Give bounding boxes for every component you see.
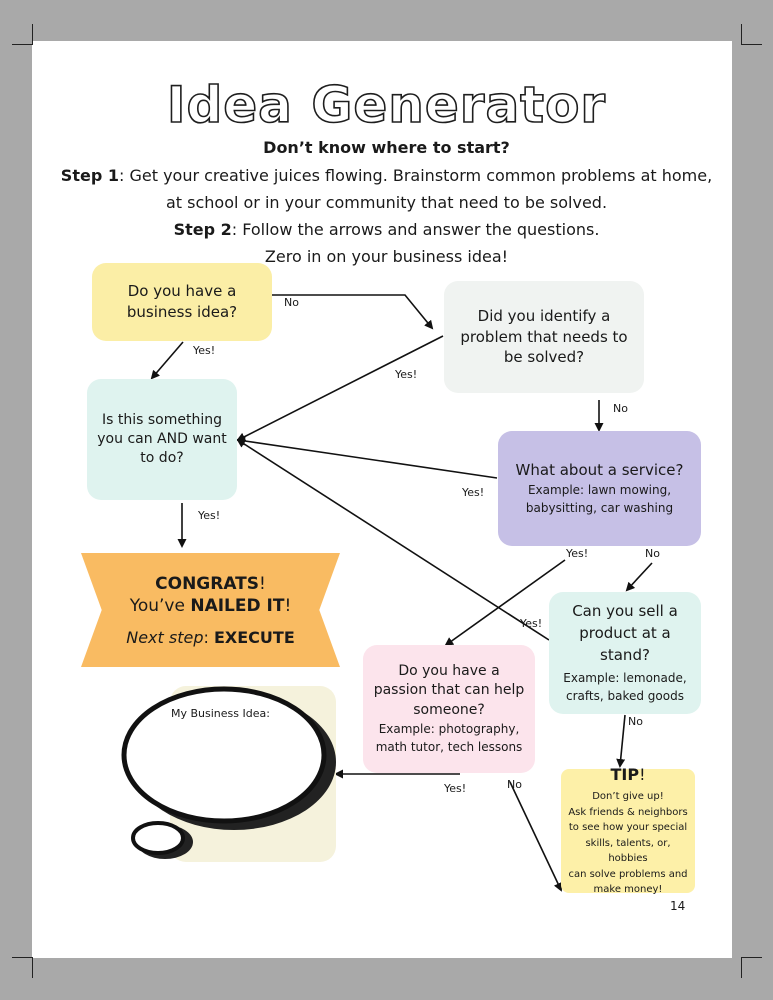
congrats-colon: : [203, 627, 214, 647]
congrats-next-step: Next step [126, 627, 204, 647]
edge-label-product-no: No [628, 715, 643, 728]
congrats-line2-a: You’ve [129, 595, 191, 616]
edge-label-idea-no: No [284, 296, 299, 309]
node-passion-line2: passion that can help [373, 682, 525, 699]
step2-line-2: Zero in on your business idea! [264, 247, 509, 266]
node-can-and-want-line1: Is this something [102, 411, 222, 428]
node-passion-line1: Do you have a [398, 663, 500, 680]
tip-line1: Don’t give up! [592, 791, 664, 803]
arrow-product-no [616, 714, 626, 768]
node-passion-line3: someone? [413, 701, 485, 718]
thought-bubble-main [121, 686, 327, 824]
step1-text-a: : Get your creative juices flowing. Brai… [118, 166, 713, 185]
step1-line-1: Step 1: Get your creative juices flowing… [0, 166, 773, 185]
node-product-ex2: crafts, baked goods [566, 688, 684, 703]
node-service-line1: What about a service? [515, 461, 684, 480]
congrats-execute: EXECUTE [213, 627, 295, 647]
congrats-word: CONGRATS [155, 573, 260, 594]
node-service-ex2: babysitting, car washing [525, 500, 674, 515]
crop-mark-top-left [12, 24, 33, 45]
congrats-line1: CONGRATS! [155, 574, 266, 594]
node-service: What about a service? Example: lawn mowi… [498, 431, 701, 546]
node-product-line1: Can you sell a [572, 602, 678, 621]
node-identify-problem-line3: be solved? [503, 348, 585, 367]
arrow-problem-yes [236, 335, 444, 441]
congrats-nailed: NAILED IT [190, 595, 285, 616]
node-tip: TIP! Don’t give up! Ask friends & neighb… [561, 765, 695, 895]
edge-label-problem-no: No [613, 402, 628, 415]
step2-text-a: : Follow the arrows and answer the quest… [231, 220, 600, 239]
arrow-passion-no [509, 781, 563, 892]
node-identify-problem-line1: Did you identify a [477, 306, 611, 325]
my-idea-label: My Business Idea: [171, 707, 270, 720]
edge-label-passion-yes: Yes! [444, 782, 467, 795]
arrow-service-no [625, 562, 653, 592]
node-passion-ex2: math tutor, tech lessons [375, 739, 523, 754]
node-passion-ex1: Example: photography, [378, 721, 520, 736]
edge-label-product-yes: Yes! [520, 617, 543, 630]
step2-line-1: Step 2: Follow the arrows and answer the… [0, 220, 773, 239]
crop-mark-bottom-right [741, 957, 762, 978]
node-have-idea-line1: Do you have a [127, 282, 237, 301]
tip-exclaim: ! [639, 765, 646, 785]
node-service-ex1: Example: lawn mowing, [527, 482, 672, 497]
arrow-service-yes-passion [444, 559, 566, 647]
node-can-and-want-line2: you can AND want [97, 430, 227, 447]
node-have-idea-line2: business idea? [126, 303, 238, 321]
node-product: Can you sell a product at a stand? Examp… [549, 592, 701, 714]
tip-body: Don’t give up! Ask friends & neighbors t… [565, 789, 691, 898]
node-can-and-want-line3: to do? [140, 450, 184, 467]
step2-label: Step 2 [173, 220, 232, 239]
edge-label-service-yes: Yes! [462, 486, 485, 499]
crop-mark-top-right [741, 24, 762, 45]
tip-line6: make money! [593, 884, 663, 896]
arrow-service-yes [236, 436, 498, 479]
node-can-and-want: Is this something you can AND want to do… [87, 379, 237, 500]
edge-label-problem-yes: Yes! [395, 368, 418, 381]
step1-label: Step 1 [60, 166, 119, 185]
crop-mark-bottom-left [12, 957, 33, 978]
node-passion: Do you have a passion that can help some… [363, 645, 535, 773]
congrats-ribbon: CONGRATS! You’ve NAILED IT! Next step: E… [81, 553, 340, 667]
page-number: 14 [670, 899, 686, 913]
thought-bubble-tail [131, 821, 185, 855]
tip-line5: can solve problems and [568, 868, 688, 880]
page-title: Idea Generator [166, 75, 607, 135]
tip-word: TIP [610, 765, 640, 785]
tip-line3: to see how your special [568, 822, 688, 834]
congrats-exclaim: ! [259, 573, 266, 594]
congrats-line2: You’ve NAILED IT! [130, 596, 292, 616]
node-identify-problem-line2: problem that needs to [460, 327, 628, 346]
tip-line4: skills, talents, or, hobbies [585, 837, 671, 865]
node-product-ex1: Example: lemonade, [563, 670, 687, 685]
node-have-idea: Do you have a business idea? [92, 263, 272, 341]
tip-line2: Ask friends & neighbors [568, 806, 688, 818]
congrats-line3: Next step: EXECUTE [126, 628, 295, 647]
congrats-line2-c: ! [284, 595, 292, 616]
step1-line-2: at school or in your community that need… [165, 193, 608, 212]
edge-label-service-yes-2: Yes! [566, 547, 589, 560]
tip-title: TIP! [610, 764, 645, 786]
arrow-product-yes [236, 438, 550, 641]
arrow-idea-no [272, 294, 434, 330]
arrow-idea-yes [150, 341, 184, 380]
edge-label-service-no: No [645, 547, 660, 560]
edge-label-can-yes: Yes! [198, 509, 221, 522]
edge-label-idea-yes: Yes! [193, 344, 216, 357]
edge-label-passion-no: No [507, 778, 522, 791]
intro-heading: Don’t know where to start? [263, 138, 510, 157]
node-product-line2: product at a stand? [579, 624, 671, 664]
node-identify-problem: Did you identify a problem that needs to… [444, 281, 644, 393]
